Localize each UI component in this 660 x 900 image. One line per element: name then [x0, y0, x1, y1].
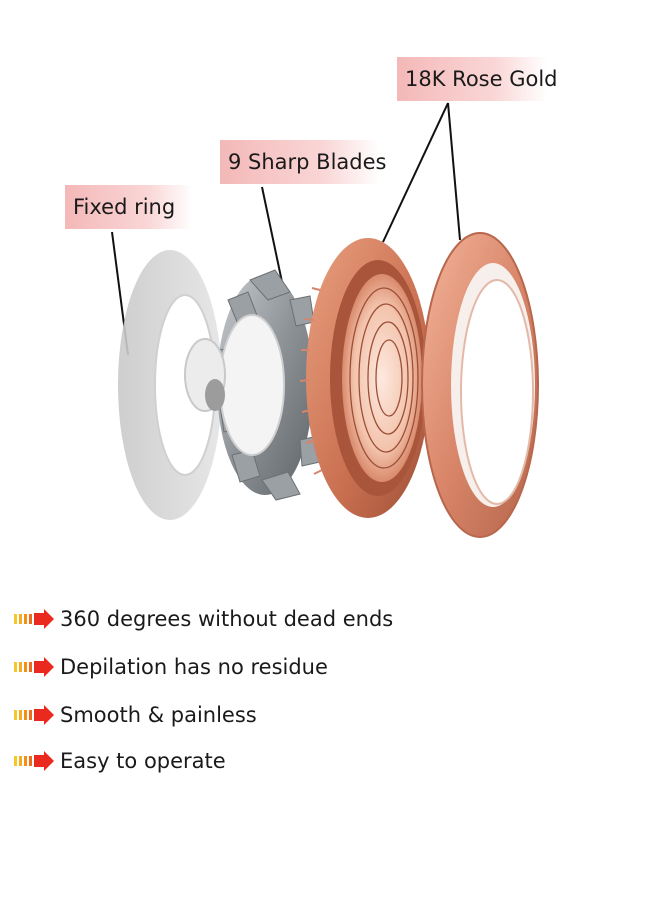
feature-item: 360 degrees without dead ends — [14, 602, 393, 636]
feature-text: Smooth & painless — [60, 703, 257, 727]
feature-text: Easy to operate — [60, 749, 226, 773]
feature-item: Smooth & painless — [14, 698, 257, 732]
feature-item: Easy to operate — [14, 744, 226, 778]
rose-gold-cap-part — [421, 232, 539, 538]
blade-assembly-part — [184, 269, 321, 501]
arrow-bullet-icon — [14, 657, 54, 677]
arrow-bullet-icon — [14, 609, 54, 629]
sharp-blades-label: 9 Sharp Blades — [228, 150, 387, 174]
arrow-bullet-icon — [14, 751, 54, 771]
arrow-bullet-icon — [14, 705, 54, 725]
fixed-ring-label: Fixed ring — [73, 195, 176, 219]
label-bg-sharp-blades — [220, 140, 380, 184]
feature-text: Depilation has no residue — [60, 655, 328, 679]
rose-gold-label: 18K Rose Gold — [405, 67, 558, 91]
exploded-shaver-head-illustration — [65, 57, 547, 538]
feature-text: 360 degrees without dead ends — [60, 607, 394, 631]
label-bg-rose-gold — [397, 57, 547, 101]
feature-item: Depilation has no residue — [14, 650, 328, 684]
cutter-disc-part — [299, 238, 430, 518]
label-bg-fixed-ring — [65, 185, 193, 229]
